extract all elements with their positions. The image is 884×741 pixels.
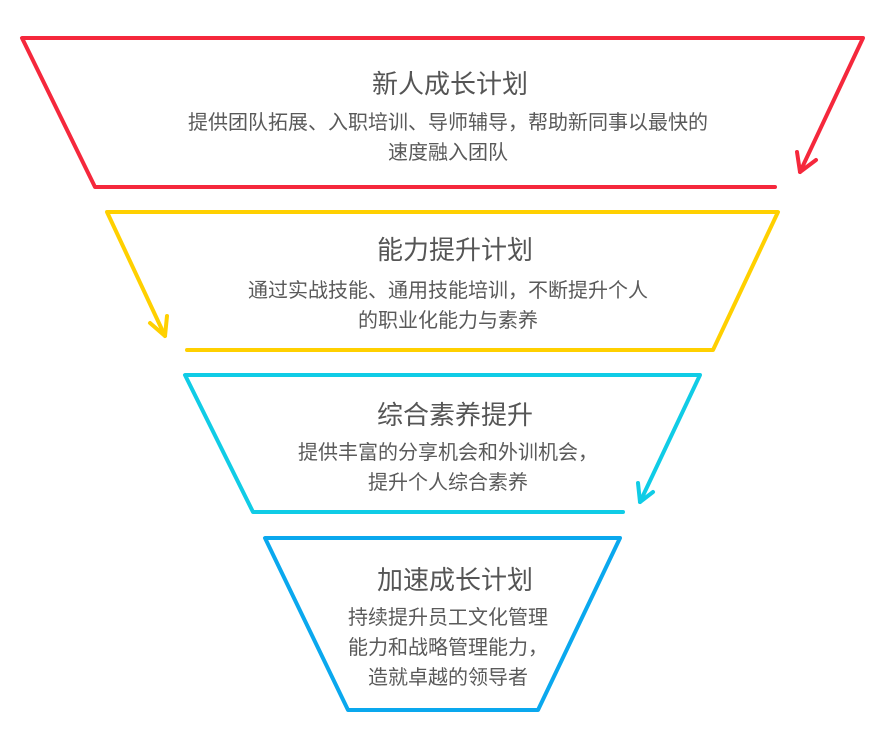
stage-3-shape [183,373,702,514]
stage-2-line-1: 通过实战技能、通用技能培训，不断提升个人 [248,278,648,302]
stage-3-line-1: 提供丰富的分享机会和外训机会， [298,440,598,464]
stage-1-arrow-icon [795,150,818,174]
stage-4-line-3: 造就卓越的领导者 [368,665,528,689]
stage-3-title: 综合素养提升 [376,401,534,431]
stage-3-arrow-icon [636,481,655,504]
stage-1-shape [20,36,865,189]
stage-1-title: 新人成长计划 [371,70,529,100]
stage-1-line-2: 速度融入团队 [388,140,508,164]
stage-1-line-1: 提供团队拓展、入职培训、导师辅导，帮助新同事以最快的 [188,110,708,134]
stage-4-description: 持续提升员工文化管理 能力和战略管理能力， 造就卓越的领导者 [348,602,548,692]
stage-2-arrow-icon [148,314,169,338]
stage-2-description: 通过实战技能、通用技能培训，不断提升个人 的职业化能力与素养 [248,275,648,335]
stage-2-shape [105,210,780,352]
stage-4-title: 加速成长计划 [376,566,534,596]
stage-2-title: 能力提升计划 [376,236,534,266]
stage-4-line-2: 能力和战略管理能力， [348,635,548,659]
stage-2-line-2: 的职业化能力与素养 [358,308,538,332]
stage-1-description: 提供团队拓展、入职培训、导师辅导，帮助新同事以最快的 速度融入团队 [188,107,708,167]
stage-3-line-2: 提升个人综合素养 [368,470,528,494]
stage-3-description: 提供丰富的分享机会和外训机会， 提升个人综合素养 [298,437,598,497]
stage-4-line-1: 持续提升员工文化管理 [348,605,548,629]
stage-4-shape [263,536,622,712]
